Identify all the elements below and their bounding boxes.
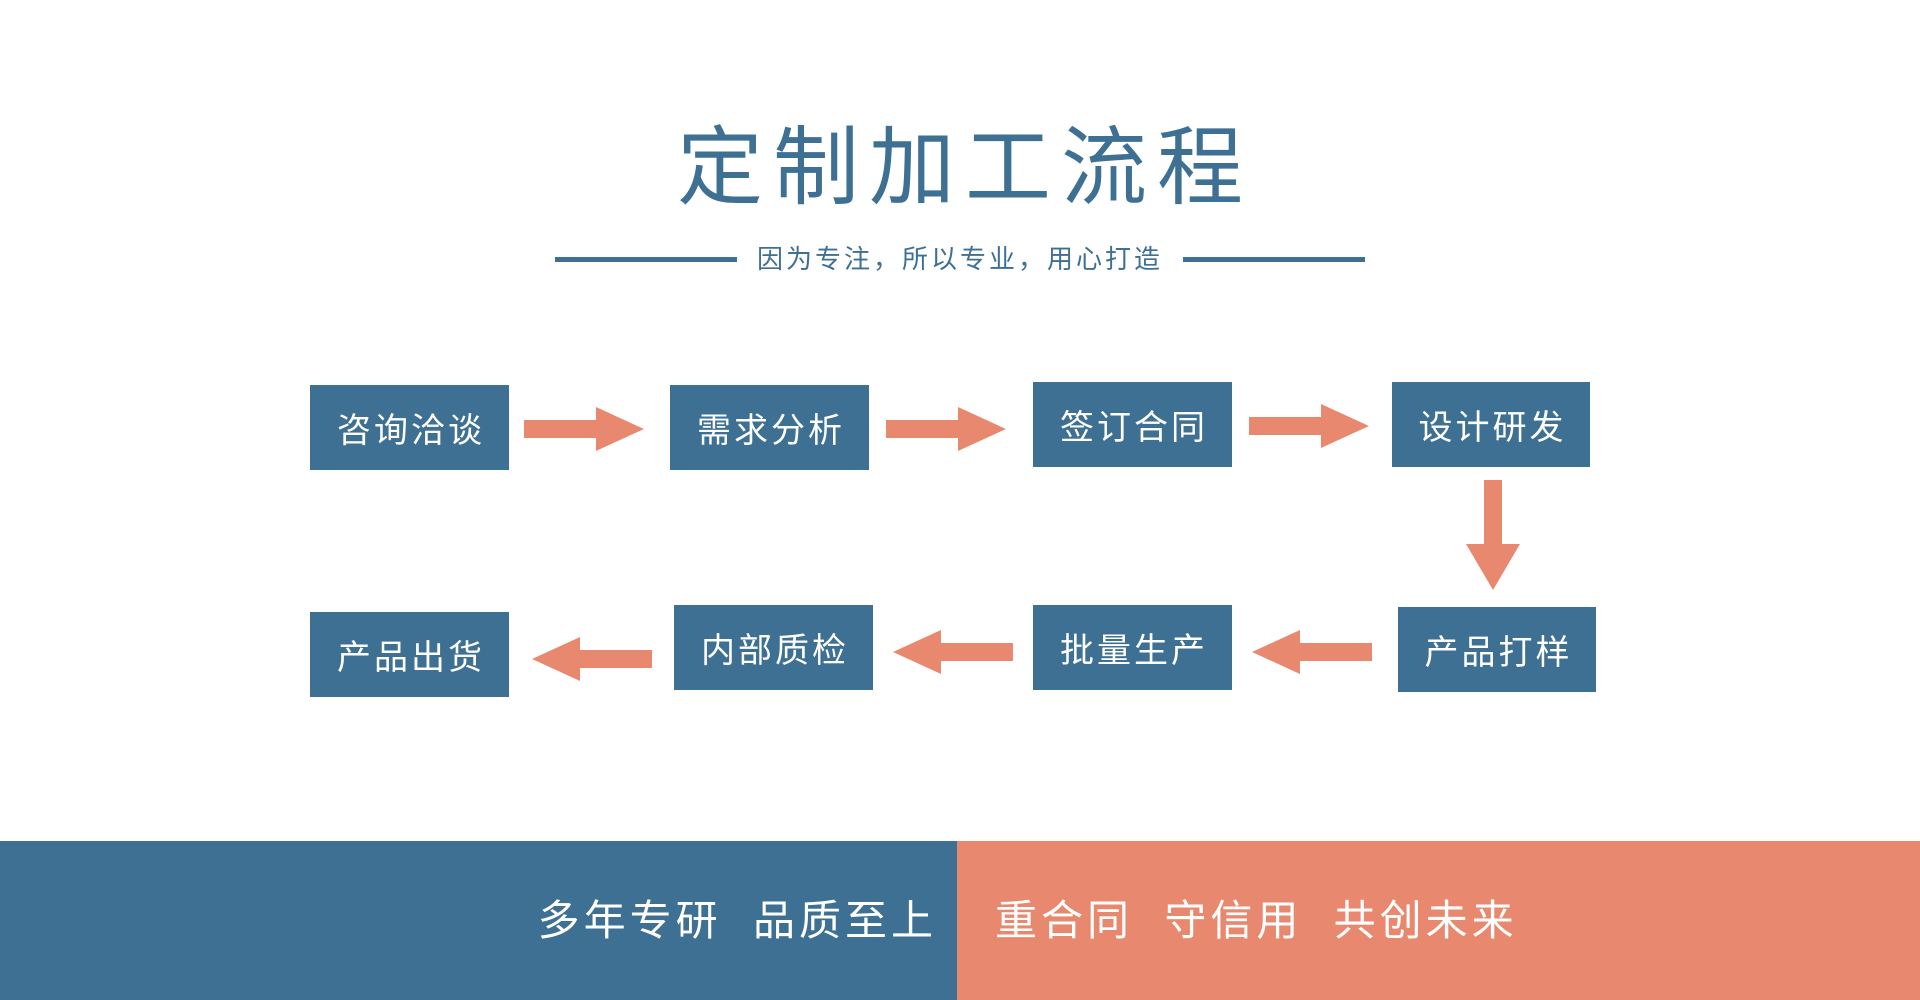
flow-node-sign-contract[interactable]: 签订合同 (1033, 382, 1232, 467)
subtitle-row: 因为专注，所以专业，用心打造 (0, 239, 1920, 279)
bottom-banner: 多年专研 品质至上 重合同 守信用 共创未来 (0, 841, 1920, 1000)
arrow-right-2-icon (886, 407, 1006, 451)
banner-left-panel: 多年专研 品质至上 (0, 841, 957, 1000)
arrow-left-3-icon (532, 637, 652, 681)
arrow-down-1-icon (1466, 480, 1520, 590)
flow-node-design-development[interactable]: 设计研发 (1392, 382, 1590, 467)
header: 定制加工流程 因为专注，所以专业，用心打造 (0, 0, 1920, 300)
banner-right-slogan: 重合同 守信用 共创未来 (995, 896, 1518, 944)
flow-node-mass-production[interactable]: 批量生产 (1033, 605, 1232, 690)
process-flow-diagram: 咨询洽谈 需求分析 签订合同 设计研发 产品打样 批量生产 内部质检 产品出货 (0, 360, 1920, 760)
flow-node-requirement-analysis[interactable]: 需求分析 (670, 385, 869, 470)
subtitle-rule-right-icon (1183, 256, 1365, 262)
flow-node-internal-quality-check[interactable]: 内部质检 (674, 605, 873, 690)
arrow-right-3-icon (1249, 404, 1369, 448)
arrow-left-2-icon (893, 630, 1013, 674)
banner-right-panel: 重合同 守信用 共创未来 (957, 841, 1920, 1000)
flow-node-sample-making[interactable]: 产品打样 (1398, 607, 1596, 692)
page-title: 定制加工流程 (677, 120, 1253, 216)
subtitle-rule-left-icon (554, 256, 737, 262)
arrow-right-1-icon (524, 407, 644, 451)
flow-node-product-shipment[interactable]: 产品出货 (310, 612, 509, 697)
banner-left-slogan: 多年专研 品质至上 (537, 896, 937, 944)
flow-node-consultation[interactable]: 咨询洽谈 (310, 385, 509, 470)
arrow-left-1-icon (1252, 630, 1372, 674)
page-subtitle: 因为专注，所以专业，用心打造 (756, 244, 1163, 274)
